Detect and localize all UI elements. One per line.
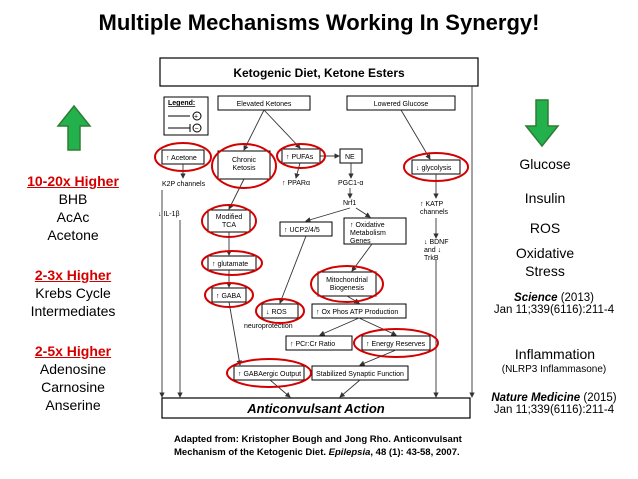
nature-citation: Nature Medicine (2015) Jan 11;339(6116):…: [491, 392, 617, 416]
node-gaba: ↑ GABA: [216, 293, 241, 300]
item-acetone: Acetone: [47, 227, 99, 243]
node-ppar: ↑ PPARα: [282, 180, 310, 187]
node-acetone: ↑ Acetone: [166, 155, 197, 162]
legend-title: Legend:: [168, 100, 195, 107]
heading-2-3x: 2-3x Higher: [34, 267, 112, 283]
node-ros: ↓ ROS: [266, 309, 287, 316]
node-glycolysis: ↓ glycolysis: [416, 165, 452, 172]
item-bhb: BHB: [58, 191, 88, 207]
caption-line-1: Adapted from: Kristopher Bough and Jong …: [174, 434, 462, 445]
right-inflammation: Inflammation: [514, 346, 596, 362]
node-nrf1: Nrf1: [343, 200, 356, 207]
elevated-ketones-label: Elevated Ketones: [237, 101, 292, 108]
caption-line-2: Mechanism of the Ketogenic Diet. Epileps…: [174, 447, 460, 458]
item-carnosine: Carnosine: [41, 379, 105, 395]
source-caption: Adapted from: Kristopher Bough and Jong …: [174, 433, 494, 459]
lowered-glucose-label: Lowered Glucose: [374, 101, 429, 108]
heading-2-5x: 2-5x Higher: [34, 343, 112, 359]
page-title: Multiple Mechanisms Working In Synergy!: [98, 10, 540, 35]
down-arrow-icon: [524, 99, 560, 148]
node-ucp: ↑ UCP2/4/5: [284, 227, 320, 234]
node-glutamate: ↑ glutamate: [212, 261, 248, 268]
node-il1b: ↓ IL-1β: [158, 211, 180, 218]
item-acac: AcAc: [56, 209, 90, 225]
svg-text:−: −: [195, 126, 199, 133]
left-column-group-1: 10-20x Higher BHB AcAc Acetone: [18, 172, 128, 244]
item-krebs: Krebs Cycle: [35, 285, 111, 301]
node-pcr: ↑ PCr:Cr Ratio: [290, 341, 335, 348]
node-ne: NE: [345, 154, 355, 161]
node-pgc: PGC1-α: [338, 180, 363, 187]
left-column-group-3: 2-5x Higher Adenosine Carnosine Anserine: [18, 342, 128, 414]
item-adenosine: Adenosine: [39, 361, 107, 377]
top-box-label: Ketogenic Diet, Ketone Esters: [233, 66, 405, 80]
node-neuroprotection: neuroprotection: [244, 323, 293, 330]
node-kp-channels: K2P channels: [162, 181, 206, 188]
right-nlrp3: (NLRP3 Inflammasone): [501, 364, 607, 375]
up-arrow-icon: [56, 104, 92, 151]
science-citation: Science (2013) Jan 11;339(6116):211-4: [493, 292, 615, 316]
right-insulin: Insulin: [524, 190, 566, 206]
left-column-group-2: 2-3x Higher Krebs Cycle Intermediates: [18, 266, 128, 320]
node-synaptic: Stabilized Synaptic Function: [316, 371, 404, 378]
node-pufas: ↑ PUFAs: [286, 154, 314, 161]
item-anserine: Anserine: [45, 397, 101, 413]
heading-10-20x: 10-20x Higher: [27, 173, 119, 189]
right-glucose: Glucose: [519, 156, 571, 172]
item-intermediates: Intermediates: [30, 303, 116, 319]
node-oxphos: ↑ Ox Phos ATP Production: [316, 309, 398, 316]
node-gabaergic: ↑ GABAergic Output: [238, 371, 301, 378]
node-energy-reserves: ↑ Energy Reserves: [366, 341, 426, 348]
node-anticonvulsant: Anticonvulsant Action: [246, 401, 385, 416]
svg-text:+: +: [194, 114, 198, 121]
right-ros: ROS: [529, 220, 561, 236]
